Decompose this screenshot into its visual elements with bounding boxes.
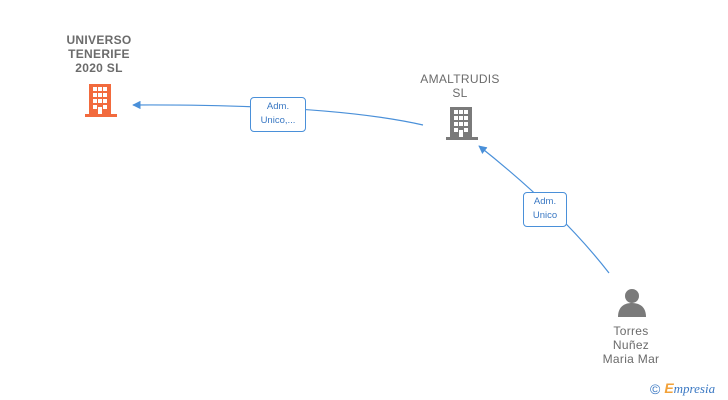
company-label-amaltrudis[interactable]: AMALTRUDIS SL [420, 72, 500, 100]
person-label[interactable]: Torres Nuñez Maria Mar [602, 324, 660, 366]
person-icon[interactable] [618, 289, 646, 317]
empresia-logo[interactable]: ©Empresia [650, 380, 716, 397]
edge-label-badge: Adm. Unico,... [250, 97, 306, 132]
company-label-universo[interactable]: UNIVERSO TENERIFE 2020 SL [66, 33, 132, 75]
copyright-icon: © [650, 381, 661, 397]
building-icon[interactable] [446, 107, 478, 140]
edge-label-badge: Adm. Unico [523, 192, 567, 227]
building-icon[interactable] [85, 84, 117, 117]
